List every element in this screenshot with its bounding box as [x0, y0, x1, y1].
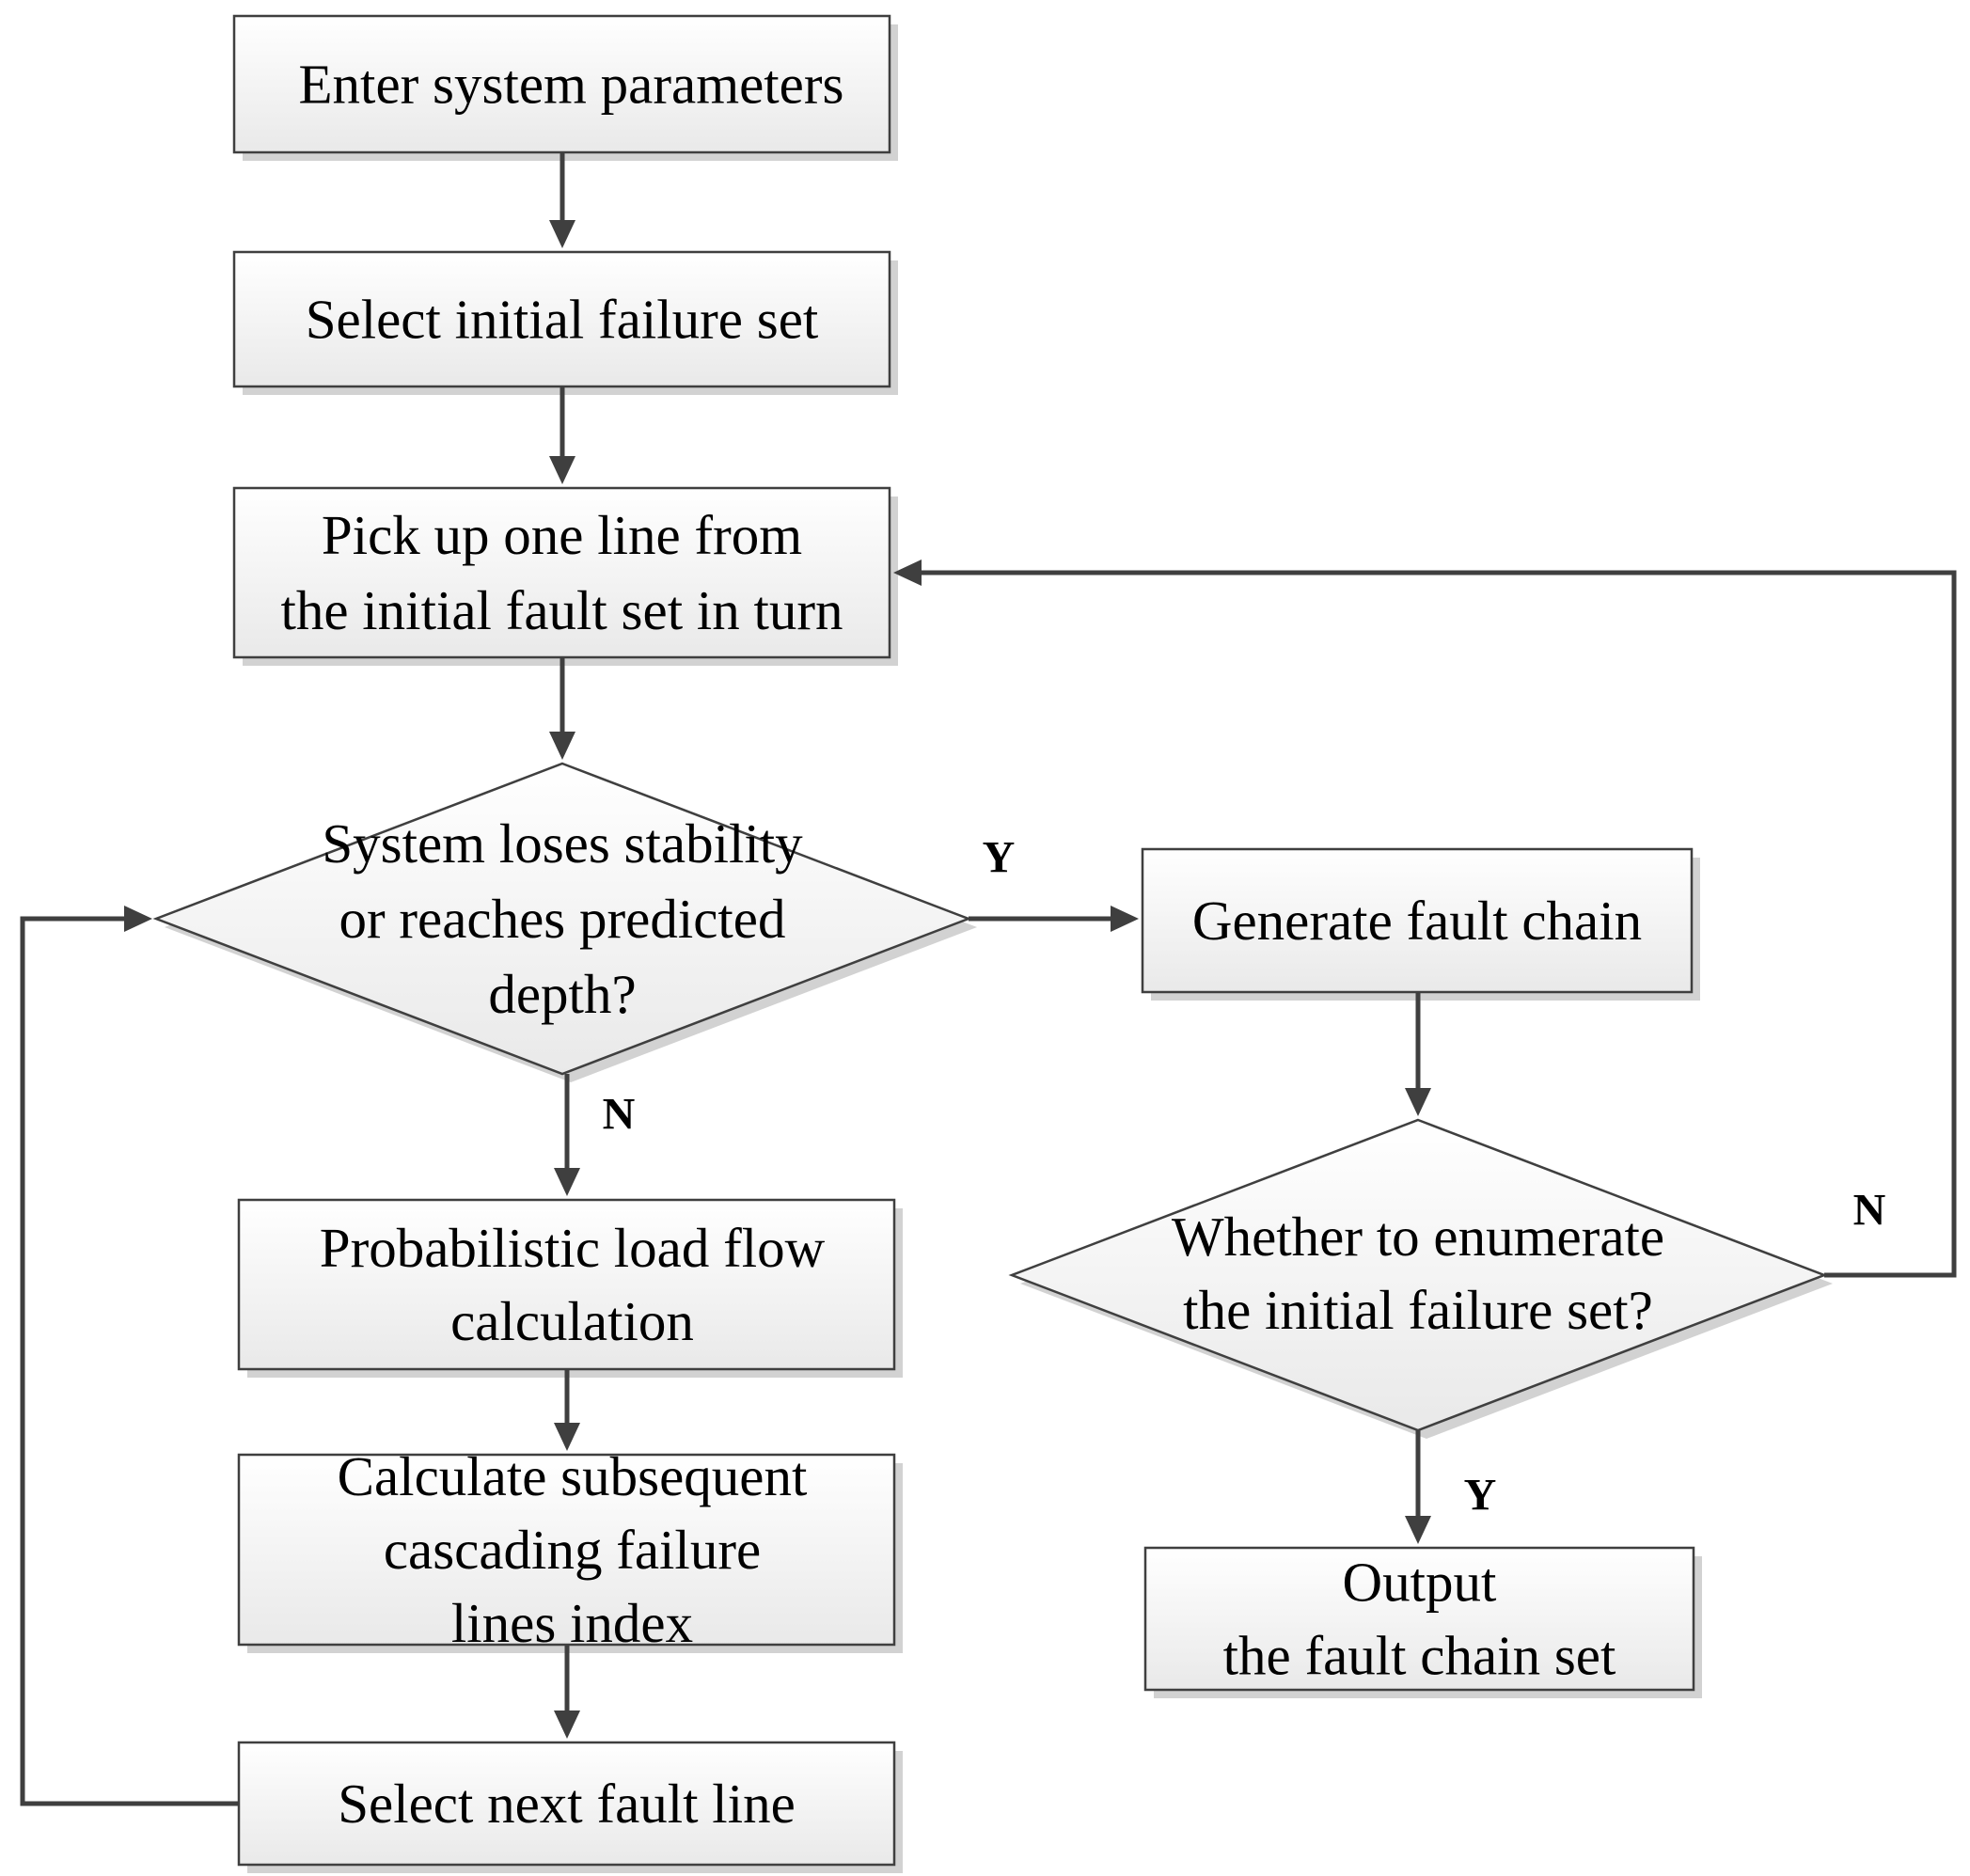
connector-enumerate-check-to-pick-line [920, 570, 1957, 1278]
pick-line-text-line: the initial fault set in turn [280, 579, 843, 641]
pick-line-box [232, 486, 891, 659]
output-set-text-line: the fault chain set [1223, 1625, 1616, 1687]
output-set-box [1143, 1546, 1695, 1692]
generate-chain-text-line: Generate fault chain [1192, 890, 1642, 952]
enter-params-box [232, 14, 891, 154]
stability-check-text-line: depth? [488, 963, 636, 1025]
edge-label-y: Y [1464, 1471, 1497, 1521]
pick-line-text-line: Pick up one line from [322, 504, 802, 566]
calc-subsequent-box [237, 1453, 896, 1647]
calc-subsequent-text-line: cascading failure [384, 1519, 761, 1581]
edge-label-n: N [1853, 1186, 1886, 1236]
arrowhead-stability-check [549, 732, 575, 760]
arrowhead-pick-line [549, 456, 575, 484]
stability-check-text-line: System loses stability [322, 812, 803, 875]
generate-chain-box [1141, 847, 1694, 994]
arrowhead-pick-line [893, 560, 922, 586]
arrowhead-select-initial [549, 220, 575, 248]
edge-label-y: Y [983, 833, 1016, 883]
arrowhead-select-next [554, 1710, 580, 1739]
calc-subsequent-text-line: lines index [451, 1592, 693, 1654]
enter-params-text-line: Enter system parameters [299, 54, 844, 116]
arrowhead-calc-subsequent [554, 1423, 580, 1451]
calc-subsequent-text-line: Calculate subsequent [338, 1445, 808, 1507]
edge-label-n: N [603, 1090, 636, 1140]
enumerate-check-text-line: Whether to enumerate [1172, 1206, 1664, 1268]
enumerate-check-diamond [1008, 1118, 1828, 1432]
stability-check-diamond [152, 762, 972, 1076]
output-set-text-line: Output [1343, 1552, 1498, 1614]
arrowhead-enumerate-check [1405, 1088, 1431, 1116]
arrowhead-generate-chain [1111, 906, 1139, 932]
stability-check-text-line: or reaches predicted [339, 888, 786, 950]
probabilistic-flow-text-line: calculation [450, 1290, 694, 1352]
arrowhead-probabilistic-flow [554, 1168, 580, 1196]
arrowhead-stability-check [124, 906, 152, 932]
connector-select-next-to-stability-check [20, 916, 239, 1806]
select-initial-box [232, 250, 891, 388]
select-next-text-line: Select next fault line [338, 1773, 796, 1835]
enumerate-check-text-line: the initial failure set? [1183, 1279, 1653, 1341]
select-initial-text-line: Select initial failure set [306, 289, 819, 351]
probabilistic-flow-text-line: Probabilistic load flow [320, 1217, 826, 1279]
arrowhead-output-set [1405, 1516, 1431, 1544]
probabilistic-flow-box [237, 1198, 896, 1371]
select-next-box [237, 1741, 896, 1867]
